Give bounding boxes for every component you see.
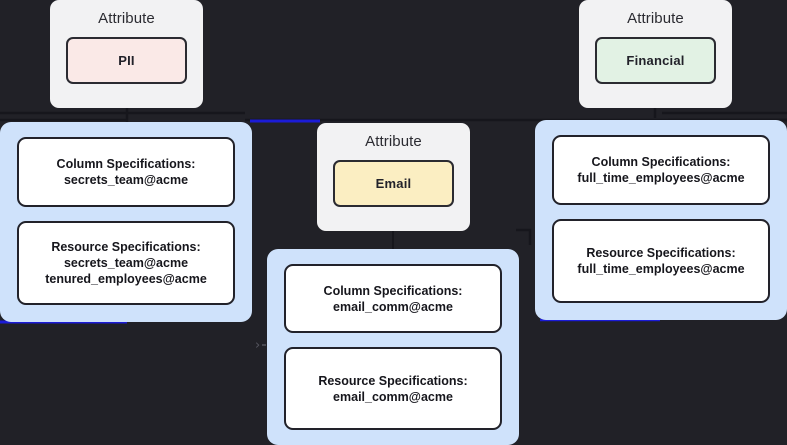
spec-card-column-specifications[interactable]: Column Specifications: email_comm@acme: [284, 264, 502, 334]
attribute-node-type-label: Attribute: [98, 10, 155, 27]
attribute-node-email[interactable]: Attribute Email: [317, 123, 470, 231]
chevron-right-icon[interactable]: ›: [255, 338, 261, 353]
attribute-node-type-label: Attribute: [627, 10, 684, 27]
attribute-chip-pii[interactable]: PII: [66, 37, 187, 84]
edge-email-side: [516, 228, 532, 245]
spec-card-item: email_comm@acme: [333, 389, 453, 404]
attribute-chip-financial[interactable]: Financial: [595, 37, 716, 84]
spec-card-title: Resource Specifications:: [586, 246, 736, 260]
attribute-chip-email[interactable]: Email: [333, 160, 454, 207]
spec-card-column-specifications[interactable]: Column Specifications: full_time_employe…: [552, 135, 770, 205]
spec-card-item: email_comm@acme: [333, 299, 453, 314]
spec-card-item: secrets_team@acme: [63, 256, 189, 270]
spec-group-financial[interactable]: Column Specifications: full_time_employe…: [535, 120, 787, 320]
spec-card-item: full_time_employees@acme: [577, 262, 745, 276]
attribute-node-financial[interactable]: Attribute Financial: [579, 0, 732, 108]
spec-card-title: Resource Specifications:: [318, 373, 468, 388]
attribute-node-type-label: Attribute: [365, 133, 422, 150]
spec-card-title: Column Specifications:: [56, 157, 196, 171]
spec-card-item: full_time_employees@acme: [577, 171, 745, 185]
spec-card-resource-specifications[interactable]: Resource Specifications: email_comm@acme: [284, 347, 502, 430]
spec-card-resource-specifications[interactable]: Resource Specifications: full_time_emplo…: [552, 219, 770, 303]
spec-card-resource-specifications[interactable]: Resource Specifications: secrets_team@ac…: [17, 221, 235, 305]
spec-card-item: secrets_team@acme: [63, 173, 189, 187]
spec-group-pii[interactable]: Column Specifications: secrets_team@acme…: [0, 122, 252, 322]
spec-card-title: Column Specifications:: [591, 155, 731, 169]
spec-group-email[interactable]: Column Specifications: email_comm@acme R…: [267, 249, 519, 445]
attribute-node-pii[interactable]: Attribute PII: [50, 0, 203, 108]
spec-card-column-specifications[interactable]: Column Specifications: secrets_team@acme: [17, 137, 235, 207]
spec-card-item: tenured_employees@acme: [45, 272, 207, 286]
spec-card-title: Column Specifications:: [323, 283, 463, 298]
spec-card-title: Resource Specifications:: [51, 240, 201, 254]
